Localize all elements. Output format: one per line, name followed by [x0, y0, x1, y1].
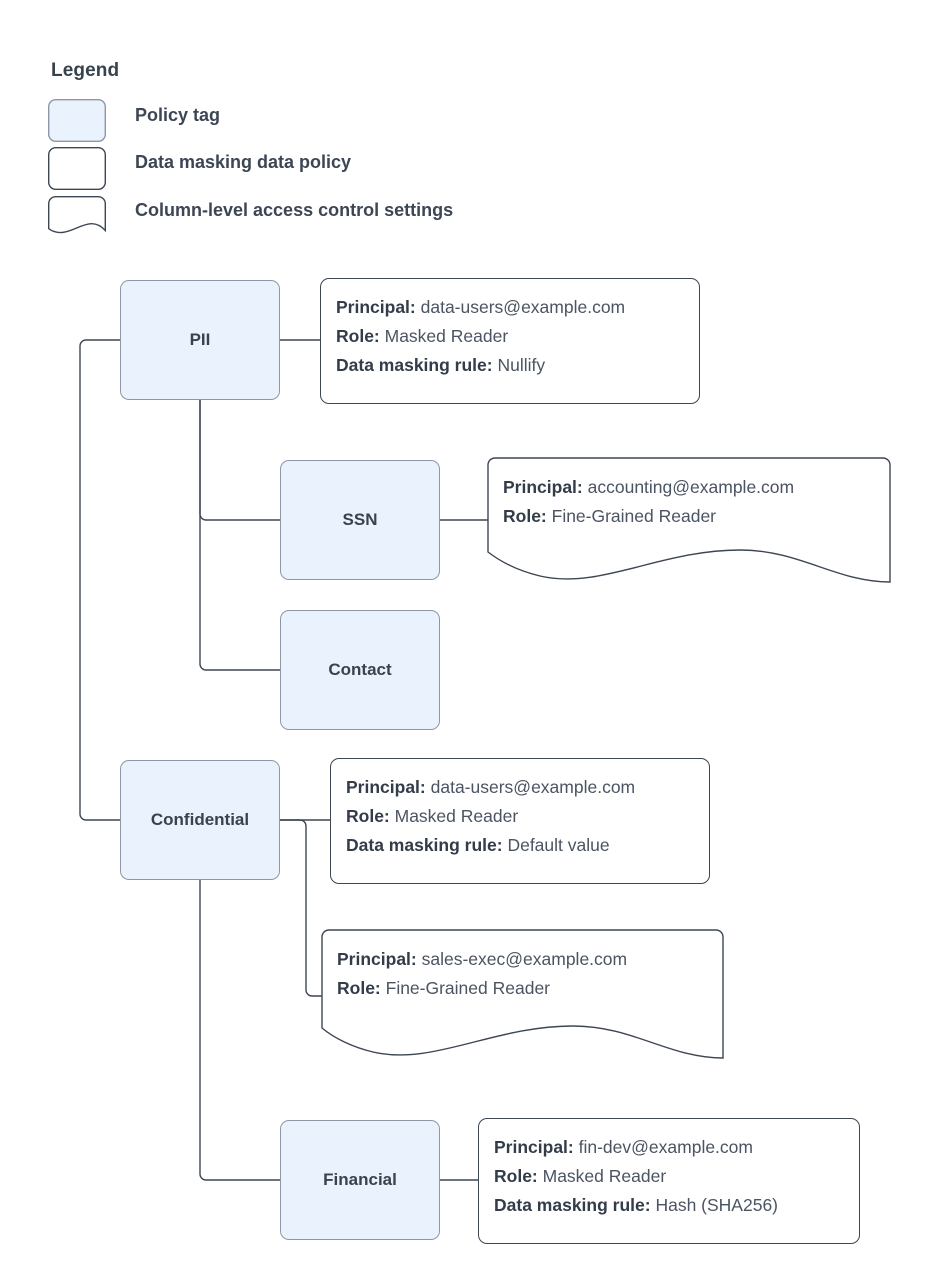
callout-pii-masking: Principal: data-users@example.com Role: …	[320, 278, 700, 404]
value-masking-rule: Nullify	[497, 355, 546, 375]
node-ssn-label: SSN	[342, 510, 378, 529]
legend-title: Legend	[51, 60, 120, 81]
callout-pii-masking-principal: Principal: data-users@example.com	[336, 293, 684, 322]
legend-swatch-data-masking-policy	[48, 146, 106, 190]
label-principal: Principal:	[336, 297, 416, 317]
value-role: Masked Reader	[394, 806, 519, 826]
node-confidential-label: Confidential	[150, 810, 250, 829]
node-financial-label: Financial	[323, 1170, 397, 1189]
legend-label-column-level-access: Column-level access control settings	[135, 200, 454, 220]
label-principal: Principal:	[337, 949, 417, 969]
label-masking-rule: Data masking rule:	[336, 355, 493, 375]
callout-shape-ssn-cls	[487, 457, 891, 583]
connector-confidential-financial	[199, 880, 280, 1181]
node-contact-label: Contact	[328, 660, 392, 679]
callout-financial-masking-role: Role: Masked Reader	[494, 1162, 844, 1191]
value-masking-rule: Default value	[507, 835, 610, 855]
value-principal: accounting@example.com	[587, 477, 795, 497]
value-role: Fine-Grained Reader	[385, 978, 551, 998]
callout-confidential-cls: Principal: sales-exec@example.com Role: …	[337, 945, 717, 1003]
node-pii-label: PII	[189, 330, 211, 349]
value-role: Fine-Grained Reader	[551, 506, 717, 526]
connector-pii-ssn	[199, 400, 280, 521]
value-principal: data-users@example.com	[420, 297, 626, 317]
value-principal: fin-dev@example.com	[578, 1137, 753, 1157]
callout-confidential-masking-principal: Principal: data-users@example.com	[346, 773, 694, 802]
node-ssn[interactable]: SSN	[280, 460, 440, 580]
legend-label-data-masking-policy: Data masking data policy	[135, 152, 352, 172]
label-role: Role:	[494, 1166, 538, 1186]
callout-confidential-masking-rule: Data masking rule: Default value	[346, 831, 694, 860]
callout-pii-masking-role: Role: Masked Reader	[336, 322, 684, 351]
node-confidential[interactable]: Confidential	[120, 760, 280, 880]
node-contact[interactable]: Contact	[280, 610, 440, 730]
callout-financial-masking-principal: Principal: fin-dev@example.com	[494, 1133, 844, 1162]
node-pii[interactable]: PII	[120, 280, 280, 400]
callout-confidential-masking: Principal: data-users@example.com Role: …	[330, 758, 710, 884]
value-role: Masked Reader	[384, 326, 509, 346]
legend-swatch-policy-tag	[48, 98, 106, 142]
callout-confidential-cls-principal: Principal: sales-exec@example.com	[337, 945, 717, 974]
label-role: Role:	[503, 506, 547, 526]
callout-shape-confidential-cls	[321, 929, 724, 1059]
label-principal: Principal:	[494, 1137, 574, 1157]
value-masking-rule: Hash (SHA256)	[655, 1195, 779, 1215]
label-principal: Principal:	[346, 777, 426, 797]
callout-financial-masking-rule: Data masking rule: Hash (SHA256)	[494, 1191, 844, 1220]
callout-ssn-cls-principal: Principal: accounting@example.com	[503, 473, 883, 502]
label-role: Role:	[346, 806, 390, 826]
node-financial[interactable]: Financial	[280, 1120, 440, 1240]
label-masking-rule: Data masking rule:	[494, 1195, 651, 1215]
label-role: Role:	[336, 326, 380, 346]
callout-financial-masking: Principal: fin-dev@example.com Role: Mas…	[478, 1118, 860, 1244]
legend-label-policy-tag: Policy tag	[135, 105, 221, 125]
connector-pii-contact	[199, 400, 280, 671]
label-masking-rule: Data masking rule:	[346, 835, 503, 855]
value-role: Masked Reader	[542, 1166, 667, 1186]
label-principal: Principal:	[503, 477, 583, 497]
legend-swatch-column-level-access	[48, 196, 106, 234]
callout-confidential-masking-role: Role: Masked Reader	[346, 802, 694, 831]
value-principal: data-users@example.com	[430, 777, 636, 797]
connector-trunk-pii-confidential	[79, 339, 120, 821]
connector-confidential-cls-callout	[280, 819, 322, 997]
value-principal: sales-exec@example.com	[421, 949, 628, 969]
label-role: Role:	[337, 978, 381, 998]
callout-ssn-cls-role: Role: Fine-Grained Reader	[503, 502, 883, 531]
callout-pii-masking-rule: Data masking rule: Nullify	[336, 351, 684, 380]
callout-confidential-cls-role: Role: Fine-Grained Reader	[337, 974, 717, 1003]
callout-ssn-cls: Principal: accounting@example.com Role: …	[503, 473, 883, 531]
